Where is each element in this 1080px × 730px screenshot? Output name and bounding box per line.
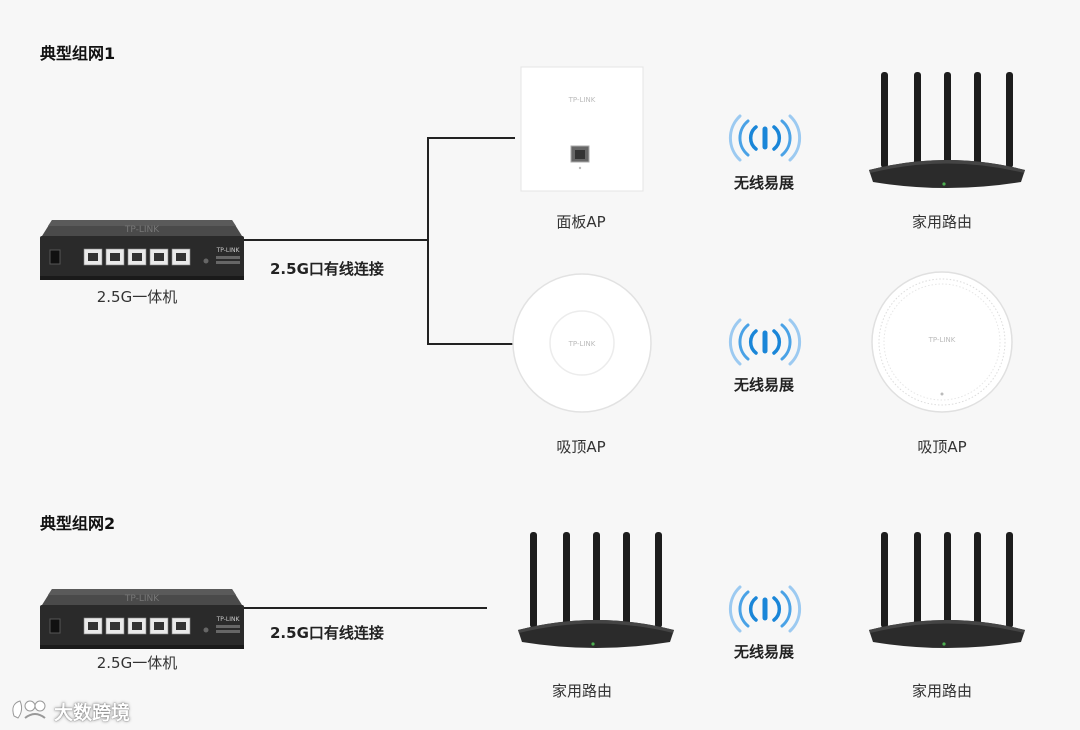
connection-label-2: 2.5G口有线连接 [270,624,384,642]
ceiling-ap-device: TP-LINK [511,272,653,414]
wired-link-line [244,239,428,241]
home-router-caption-1: 家用路由 [911,213,972,231]
ceiling-ap-right-brand: TP-LINK [928,336,956,344]
wifi-signal-icon [728,113,802,163]
watermark-text: 大数跨境 [54,702,131,724]
section-title-1: 典型组网1 [40,44,116,63]
switch-device-2: TP-LINK TP-LINK [38,583,246,651]
wifi-label-2: 无线易展 [733,376,794,394]
home-router-caption-2: 家用路由 [551,682,612,700]
switch-caption-1: 2.5G一体机 [96,288,178,306]
home-router-caption-3: 家用路由 [911,682,972,700]
ceiling-ap-device-right: TP-LINK [870,270,1014,414]
switch-device-1: TP-LINK TP-LINK [38,214,246,282]
panel-ap-caption: 面板AP [556,213,606,231]
connection-label-1: 2.5G口有线连接 [270,260,384,278]
switch-badge-1: TP-LINK [216,247,241,254]
wired-link-line-2 [244,607,487,609]
ceiling-ap-caption-left: 吸顶AP [556,438,606,456]
home-router-device [866,70,1028,192]
section-title-2: 典型组网2 [40,514,116,533]
ceiling-ap-brand: TP-LINK [568,340,596,348]
ceiling-ap-caption-right: 吸顶AP [917,438,967,456]
wired-link-to-ceiling-ap [427,343,515,345]
wifi-signal-icon [728,584,802,634]
wifi-label-3: 无线易展 [733,643,794,661]
wifi-label-1: 无线易展 [733,174,794,192]
wired-branch-line [427,137,429,345]
switch-brand-2: TP-LINK [124,594,160,604]
home-router-device-left [515,530,677,652]
switch-badge-2: TP-LINK [216,616,241,623]
wired-link-to-panel-ap [427,137,515,139]
switch-caption-2: 2.5G一体机 [96,654,178,672]
home-router-device-right [866,530,1028,652]
panel-ap-device: TP-LINK [520,66,644,192]
panel-ap-brand: TP-LINK [568,96,596,104]
switch-brand-1: TP-LINK [124,225,160,235]
paw-logo-icon [12,700,46,719]
wifi-signal-icon [728,317,802,367]
